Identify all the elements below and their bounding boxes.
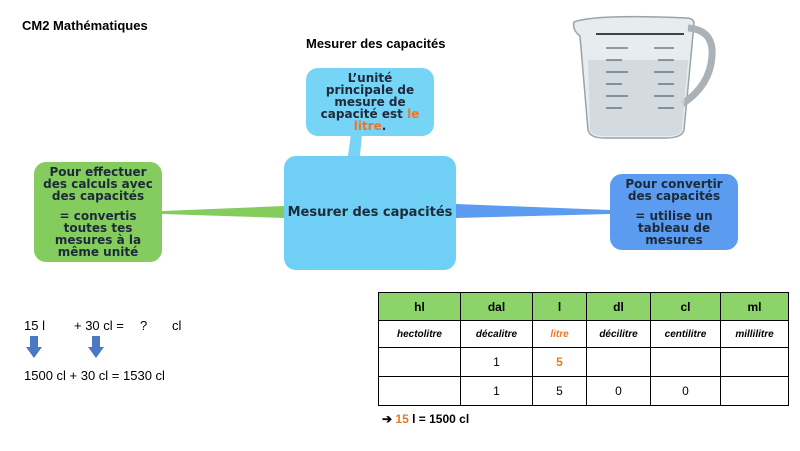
table-header: dal [460,292,533,321]
node-text: Pour convertir [625,177,723,191]
conversion-table: hl dal l dl cl ml hectolitre décalitre l… [378,292,789,406]
measuring-jug-image [572,15,716,139]
connector-right [456,204,610,218]
table-cell: décilitre [586,320,651,348]
table-cell [720,376,789,406]
table-cell: 0 [586,376,651,406]
arrow-down-icon [88,336,104,358]
node-text: mesures [645,233,703,247]
node-center: Mesurer des capacités [284,156,456,270]
accent-text: litre [353,119,382,133]
connector-left [162,206,284,218]
page-title: Mesurer des capacités [306,36,446,51]
result-text: l = 1500 cl [408,412,470,426]
conversion-result: ➔ 15 l = 1500 cl [382,412,469,426]
table-header: dl [586,292,651,321]
table-header: l [532,292,587,321]
node-text: litre. [353,119,387,133]
table-row: 1 5 0 0 [378,376,789,406]
header-title: CM2 Mathématiques [22,18,148,33]
accent-text: le [407,107,420,121]
connector-top [348,134,362,156]
node-text: mesures à la [54,233,142,247]
table-header: hl [378,292,461,321]
calc-unknown: ? [140,318,148,333]
table-cell: décalitre [460,320,533,348]
table-cell [720,347,789,377]
arrow-down-icon [26,336,42,358]
table-cell: 0 [650,376,721,406]
node-text: tableau de [637,221,711,235]
arrow-right-icon: ➔ [382,412,393,426]
table-cell [586,347,651,377]
table-header: cl [650,292,721,321]
calc-unit: cl [172,318,182,333]
node-main-unit: L’unité principale de mesure de capacité… [306,68,434,136]
node-text: des calculs avec [43,177,153,191]
table-header-row: hl dal l dl cl ml [378,292,789,321]
node-text: principale de [325,83,415,97]
node-text: L’unité [347,71,393,85]
calc-term-liters: 15 l [24,318,45,333]
node-center-label: Mesurer des capacités [287,205,453,220]
node-text: même unité [57,245,139,259]
table-cell [650,347,721,377]
node-text: Pour effectuer [49,165,147,179]
node-text: toutes tes [63,221,133,235]
table-cell: hectolitre [378,320,461,348]
node-convert: Pour convertir des capacités = utilise u… [610,174,738,250]
table-cell: litre [532,320,587,348]
node-text: = utilise un [635,209,713,223]
node-calculations: Pour effectuer des calculs avec des capa… [34,162,162,262]
table-cell: millilitre [720,320,789,348]
result-value: 15 [395,412,409,426]
calc-result-line: 1500 cl + 30 cl = 1530 cl [24,368,165,383]
table-cell [378,347,461,377]
table-cell: 1 [460,376,533,406]
table-row: 1 5 [378,347,789,377]
table-cell [378,376,461,406]
table-cell: 5 [532,347,587,377]
node-text: des capacités [627,189,721,203]
table-row: hectolitre décalitre litre décilitre cen… [378,320,789,348]
table-cell: 1 [460,347,533,377]
table-header: ml [720,292,789,321]
table-cell: centilitre [650,320,721,348]
node-text: des capacités [51,189,145,203]
node-text: mesure de [334,95,406,109]
calc-term-plus: + 30 cl = [74,318,124,333]
node-text: = convertis [59,209,137,223]
table-cell: 5 [532,376,587,406]
node-text: capacité est le [320,107,420,121]
